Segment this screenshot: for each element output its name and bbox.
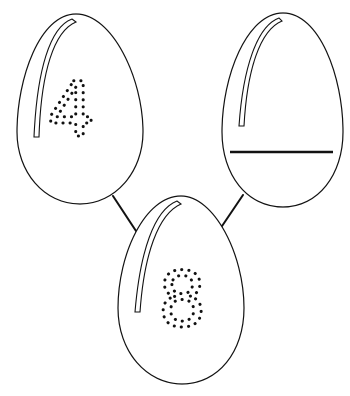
egg-part-left: 4 [17, 14, 143, 204]
part-left-number: 4 [47, 65, 95, 154]
whole-number: 8 [158, 255, 206, 344]
connector-left [113, 196, 138, 234]
egg-whole: 8 [118, 196, 244, 384]
egg-part-right [222, 13, 343, 207]
